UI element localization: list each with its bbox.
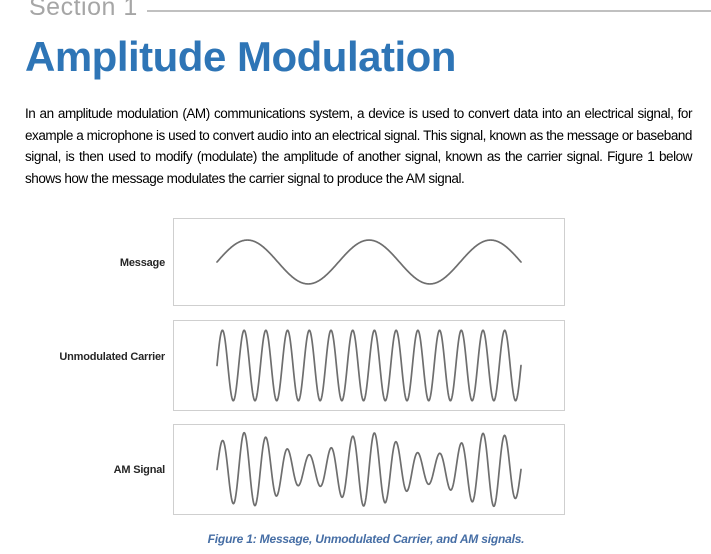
am-signal-panel [173,424,565,515]
page-title: Amplitude Modulation [25,33,456,80]
panel-label-am-signal: AM Signal [113,464,166,476]
am-signal-waveform [216,431,522,508]
message-waveform [216,239,522,285]
panel-label-unmodulated-carrier: Unmodulated Carrier [59,351,165,363]
section-rule-line [147,10,711,12]
unmodulated-carrier-signal-panel [173,320,565,411]
unmodulated-carrier-waveform [216,329,522,402]
figure-caption: Figure 1: Message, Unmodulated Carrier, … [207,532,525,546]
body-paragraph: In an amplitude modulation (AM) communic… [25,106,692,186]
section-label: Section 1 [29,0,138,21]
message-signal-panel [173,218,565,306]
panel-label-message: Message [119,257,165,269]
